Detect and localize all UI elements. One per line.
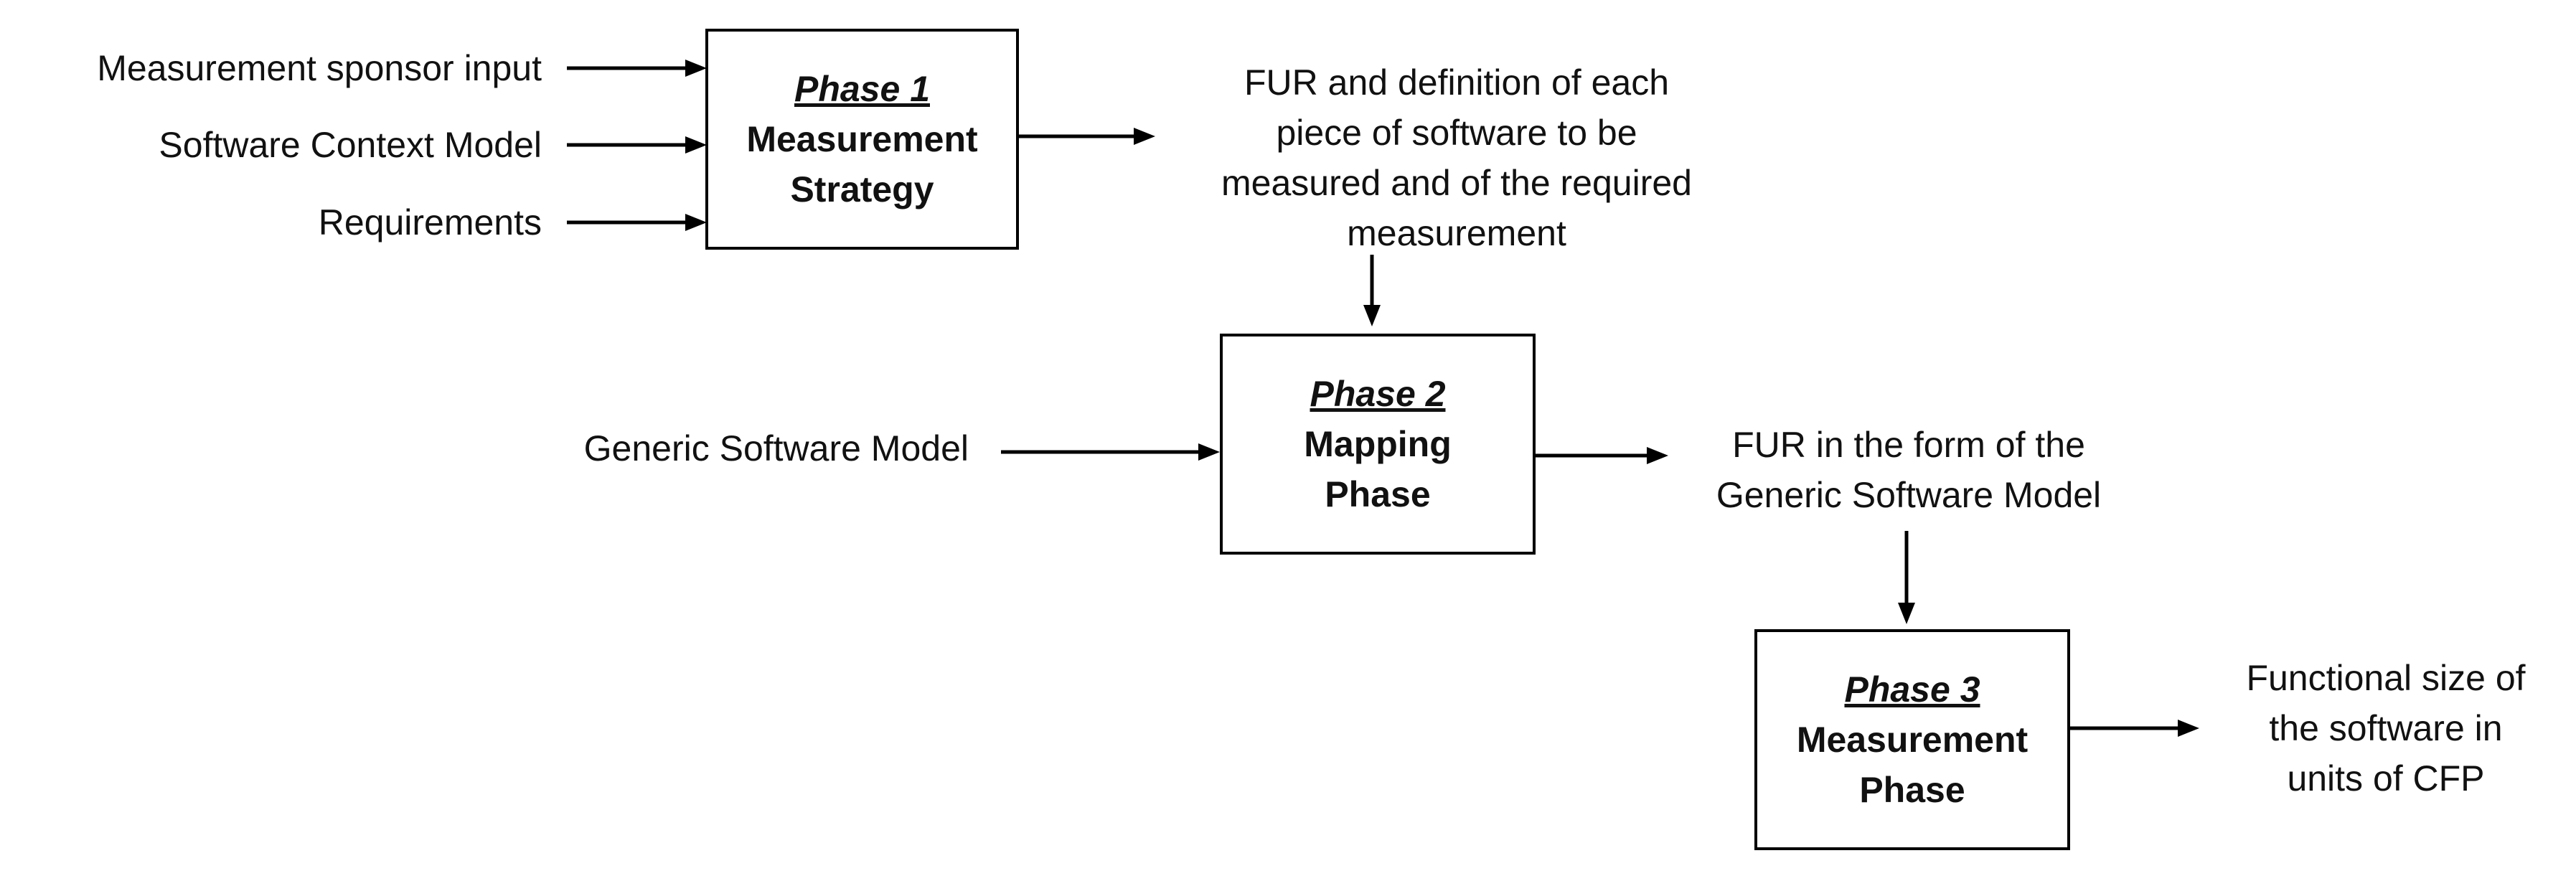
phase-2-box: Phase 2 Mapping Phase (1220, 334, 1536, 555)
phase-3-name-line1: Measurement (1796, 720, 2029, 760)
phase-3-output-text: Functional size of the software in units… (2203, 653, 2569, 804)
phase-1-name-line1: Measurement (746, 119, 978, 159)
phase-2-title: Phase 2 (1310, 374, 1446, 414)
input-requirements-label: Requirements (318, 202, 542, 242)
input-sponsor-label: Measurement sponsor input (97, 48, 542, 88)
phase-3-output-line3: units of CFP (2287, 758, 2485, 799)
phase-1-title: Phase 1 (794, 69, 930, 109)
phase-3-box: Phase 3 Measurement Phase (1754, 629, 2070, 850)
phase-1-output-text: FUR and definition of each piece of soft… (1162, 57, 1751, 258)
phase-2-output-line1: FUR in the form of the (1732, 425, 2085, 465)
phase-2-output-text: FUR in the form of the Generic Software … (1650, 420, 2167, 520)
phase-2-output-line2: Generic Software Model (1716, 475, 2102, 515)
phase-1-output-line2: piece of software to be (1276, 113, 1637, 153)
phase-3-name-line2: Phase (1859, 770, 1965, 810)
phase-3-output-line1: Functional size of (2246, 658, 2526, 698)
phase-1-output-line3: measured and of the required (1221, 163, 1692, 203)
phase-1-box: Phase 1 Measurement Strategy (705, 29, 1019, 250)
phase-1-output-line4: measurement (1347, 213, 1566, 253)
phase-3-output-line2: the software in (2269, 708, 2503, 748)
phase-2-name-line1: Mapping (1304, 424, 1452, 464)
phase-2-name-line2: Phase (1325, 474, 1431, 514)
phase-3-title: Phase 3 (1844, 669, 1980, 710)
input-context-model-label: Software Context Model (159, 125, 542, 165)
phase-1-output-line1: FUR and definition of each (1244, 62, 1670, 103)
phase-1-name-line2: Strategy (790, 169, 934, 209)
input-generic-model-label: Generic Software Model (583, 428, 969, 468)
